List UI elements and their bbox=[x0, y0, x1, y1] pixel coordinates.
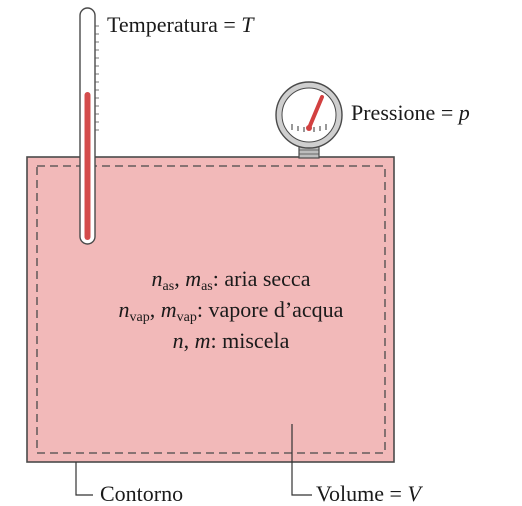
boundary-leader-line bbox=[75, 462, 93, 496]
volume-leader-line bbox=[291, 424, 312, 496]
thermometer-icon bbox=[79, 7, 99, 245]
temperature-label: Temperatura = T bbox=[107, 12, 254, 37]
dry-air-line: nas, mas: aria secca bbox=[151, 266, 311, 294]
vapor-line: nvap, mvap: vapore d’acqua bbox=[118, 297, 344, 325]
boundary-dashed-line bbox=[36, 165, 386, 454]
pressure-label: Pressione = p bbox=[351, 100, 470, 125]
mixture-line: n, m: miscela bbox=[172, 328, 290, 353]
pressure-gauge-icon bbox=[275, 81, 343, 159]
volume-label: Volume = V bbox=[316, 481, 421, 506]
boundary-label: Contorno bbox=[100, 481, 184, 506]
